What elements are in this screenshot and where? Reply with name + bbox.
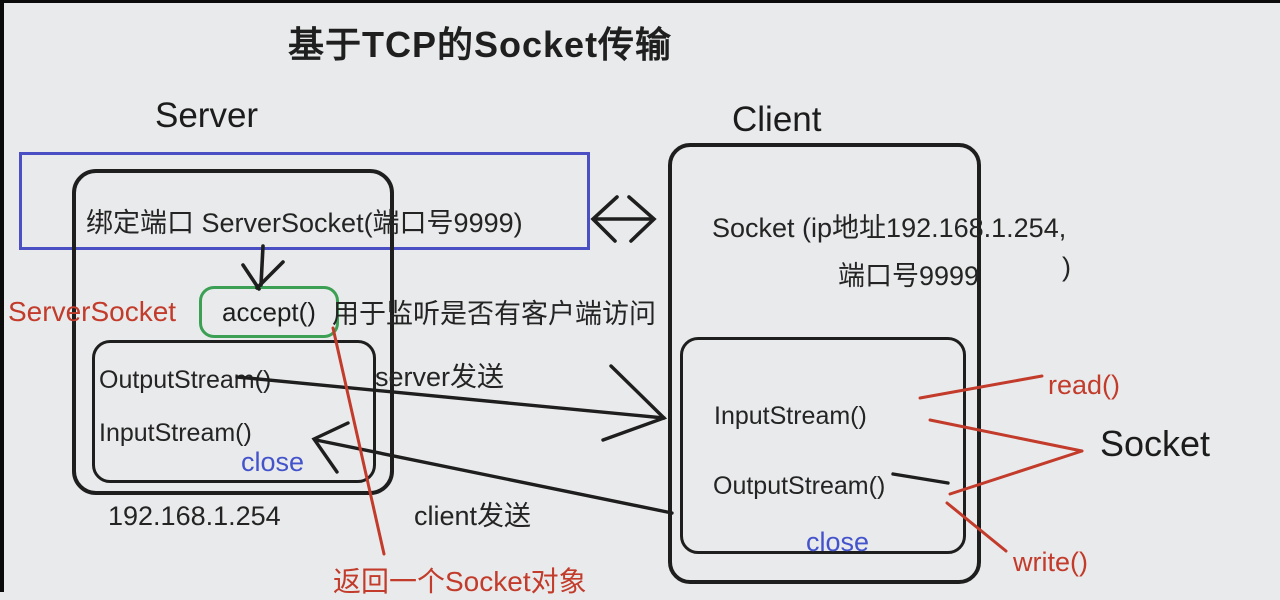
server-stream-box	[92, 340, 376, 483]
client-inputstream-label: InputStream()	[714, 402, 867, 430]
left-edge-strip	[0, 0, 4, 592]
client-send-label: client发送	[414, 501, 532, 531]
server-heading: Server	[155, 96, 259, 135]
accept-note: 用于监听是否有客户端访问	[332, 299, 656, 329]
client-socket-closing-paren: )	[1062, 252, 1071, 282]
client-stream-box	[680, 337, 966, 554]
server-ip-address: 192.168.1.254	[108, 501, 281, 531]
return-socket-annotation: 返回一个Socket对象	[333, 566, 587, 597]
client-outputstream-label: OutputStream()	[713, 472, 886, 500]
client-close-label: close	[806, 527, 870, 557]
bind-port-highlight-rect	[19, 152, 590, 250]
server-box	[72, 169, 394, 495]
accept-label: accept()	[222, 296, 316, 327]
server-bind-port-text: 绑定端口 ServerSocket(端口号9999)	[86, 208, 523, 238]
server-inputstream-label: InputStream()	[99, 419, 252, 447]
write-annotation: write()	[1013, 547, 1088, 577]
server-send-label: server发送	[375, 362, 505, 392]
client-socket-text-line1: Socket (ip地址192.168.1.254,	[712, 213, 1067, 243]
top-edge-strip	[0, 0, 1280, 3]
client-socket-text-line2: 端口号9999	[838, 261, 980, 291]
server-close-label: close	[241, 447, 305, 477]
serversocket-annotation: ServerSocket	[8, 296, 177, 327]
client-box	[668, 143, 981, 584]
diagram-title: 基于TCP的Socket传输	[288, 24, 673, 65]
server-outputstream-label: OutputStream()	[99, 366, 272, 394]
read-annotation: read()	[1048, 370, 1121, 400]
accept-box: accept()	[199, 286, 339, 338]
socket-annotation: Socket	[1100, 423, 1211, 464]
client-heading: Client	[732, 100, 822, 139]
bidirectional-arrow	[590, 195, 657, 243]
